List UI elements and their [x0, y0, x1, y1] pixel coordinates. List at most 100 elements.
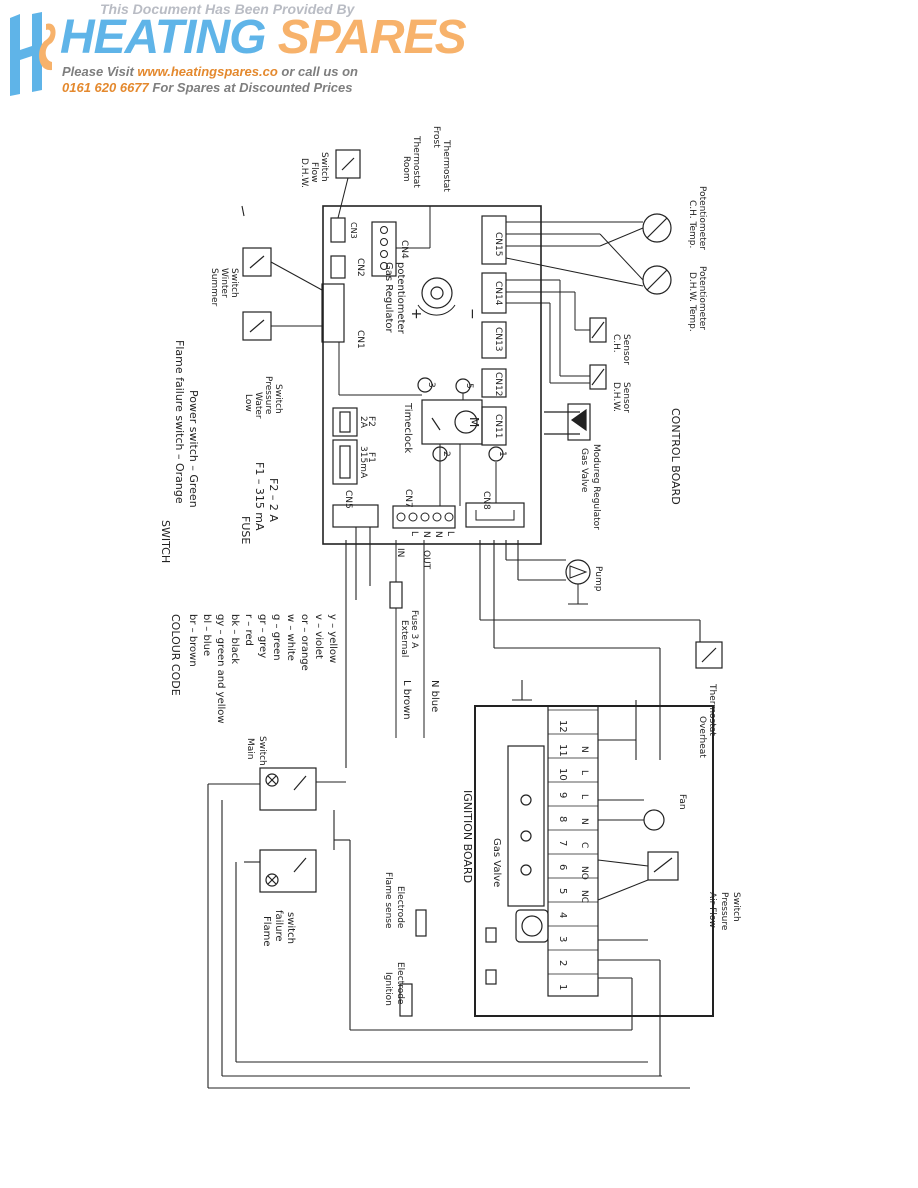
hs-logo-icon: [10, 12, 56, 96]
n-blue-label: N blue: [429, 680, 440, 712]
cn8-label: CN8: [481, 491, 491, 510]
sensor-wires: [506, 279, 590, 384]
cn15-label: CN15: [493, 232, 503, 256]
ignition-contact-label: N: [579, 746, 589, 753]
cn12-label: CN12: [493, 372, 503, 396]
ignition-electrode: [399, 983, 413, 1017]
cn11-label: CN11: [493, 414, 503, 438]
frost-thermostat-label-2: Thermostat: [441, 139, 451, 192]
ignition-terminal-number: 1: [557, 984, 568, 990]
low-water-label-3: Pressure: [263, 376, 273, 415]
timeclock-label: Timeclock: [402, 402, 413, 453]
ignition-terminal-number: 7: [557, 840, 568, 846]
cn14-label: CN14: [493, 281, 503, 306]
ignition-terminal-strip: [547, 705, 599, 997]
l-brown-label: L brown: [401, 680, 412, 720]
ignition-contact-label: NO: [579, 866, 589, 880]
ignition-contact-label: C: [579, 842, 589, 848]
colour-code-item: or – orange: [299, 614, 310, 671]
ignition-terminal-number: 5: [557, 888, 568, 894]
cn12-connector: [481, 368, 507, 398]
ch-pot-label-1: C.H. Temp.: [687, 200, 697, 248]
air-flow-label-1: Air Flow: [707, 892, 717, 928]
ch-pot-label-2: Potentiometer: [697, 186, 707, 250]
brand-heating: HEATING: [60, 11, 266, 64]
fuse-title: FUSE: [239, 516, 252, 544]
room-thermostat-label-2: Thermostat: [411, 135, 421, 188]
cn4-terminal-block: [371, 221, 397, 277]
cn5-label: CN5: [343, 490, 353, 509]
ch-sensor-label-1: C.H.: [611, 334, 621, 353]
cn2-label: CN2: [355, 258, 365, 277]
ignition-terminal-number: 10: [557, 768, 568, 781]
ignition-el-label-1: Ignition: [383, 972, 393, 1006]
ignition-terminal-number: 9: [557, 792, 568, 798]
ignition-el-label-2: Electrode: [395, 962, 405, 1005]
flame-switch-label-3: switch: [285, 912, 296, 944]
ignition-terminal-number: 6: [557, 864, 568, 870]
colour-code-item: g – green: [271, 614, 282, 661]
cn4-label: CN4: [399, 240, 409, 259]
ignition-terminal-number: 8: [557, 816, 568, 822]
control-board-label: CONTROL BOARD: [669, 408, 682, 505]
visit-url-link[interactable]: www.heatingspares.co: [137, 64, 278, 79]
dhw-sensor-label-2: Sensor: [621, 382, 631, 413]
term-l2: L: [409, 531, 419, 536]
term-l1: L: [445, 531, 455, 536]
dhw-flow-label-1: D.H.W.: [299, 158, 309, 188]
fuse-f1-value: 315mA: [358, 446, 368, 479]
dhw-pot-label-2: Potentiometer: [697, 266, 707, 330]
gas-reg-potentiometer: [421, 277, 453, 309]
header-banner: This Document Has Been Provided By HEATI…: [0, 0, 467, 100]
cn8-connector: [465, 502, 525, 528]
summer-label-2: Winter: [219, 268, 229, 298]
frost-thermostat-label-1: Frost: [431, 126, 441, 148]
brand-spares: SPARES: [277, 11, 467, 64]
ignition-board-label: IGNITION BOARD: [461, 790, 474, 883]
pump-label: Pump: [593, 566, 603, 592]
low-water-label-2: Water: [253, 392, 263, 419]
power-switch-legend: Power switch – Green: [187, 390, 200, 508]
svg-text:−: −: [464, 308, 480, 320]
ch-sensor-label-2: Sensor: [621, 334, 631, 365]
flame-failure-switch-legend: Flame failure switch – Orange: [173, 340, 186, 504]
flame-sense-label-2: Electrode: [395, 886, 405, 929]
summer-label-1: Summer: [209, 268, 219, 306]
dhw-flow-label-3: Switch: [319, 152, 329, 182]
cn5-connector: [332, 504, 379, 528]
fuse-f1-label: F1: [366, 452, 376, 463]
cn13-connector: [481, 321, 507, 359]
fuse-f1: [332, 439, 358, 485]
external-fuse-label-1: External: [399, 620, 409, 657]
cn2-connector: [330, 255, 346, 279]
gas-valve-modureg-icon: [544, 403, 591, 441]
svg-text:1: 1: [497, 451, 507, 457]
term-in: IN: [395, 548, 405, 557]
dhw-sensor-label-1: D.H.W.: [611, 382, 621, 412]
brand-wordmark: HEATING SPARES: [60, 11, 467, 64]
colour-code-item: gr – grey: [257, 614, 268, 658]
colour-code-item: br – brown: [187, 614, 198, 667]
ignition-contact-label: N: [579, 818, 589, 825]
timeclock-motor: [454, 410, 478, 434]
air-flow-label-3: Switch: [731, 892, 741, 922]
main-switch-label-1: Main: [245, 738, 255, 760]
low-water-label-4: Switch: [273, 384, 283, 414]
dhw-sensor-icon: [589, 364, 607, 390]
colour-code-title: COLOUR CODE: [169, 614, 182, 696]
flame-sense-electrode: [415, 909, 427, 937]
external-fuse: [389, 581, 403, 609]
fuse-f2-legend: F2 – 2 A: [267, 478, 280, 522]
gas-reg-label-1: Gas Regulator: [383, 262, 394, 334]
low-water-label-1: Low: [243, 394, 253, 412]
cn1-connector: [321, 283, 345, 343]
flame-failure-switch: [259, 849, 317, 893]
cn13-label: CN13: [493, 327, 503, 351]
ign-gas-valve-body: [507, 745, 545, 907]
cn11-connector: [481, 406, 507, 446]
colour-code-item: w – white: [285, 614, 296, 661]
term-n1: N: [433, 531, 443, 538]
